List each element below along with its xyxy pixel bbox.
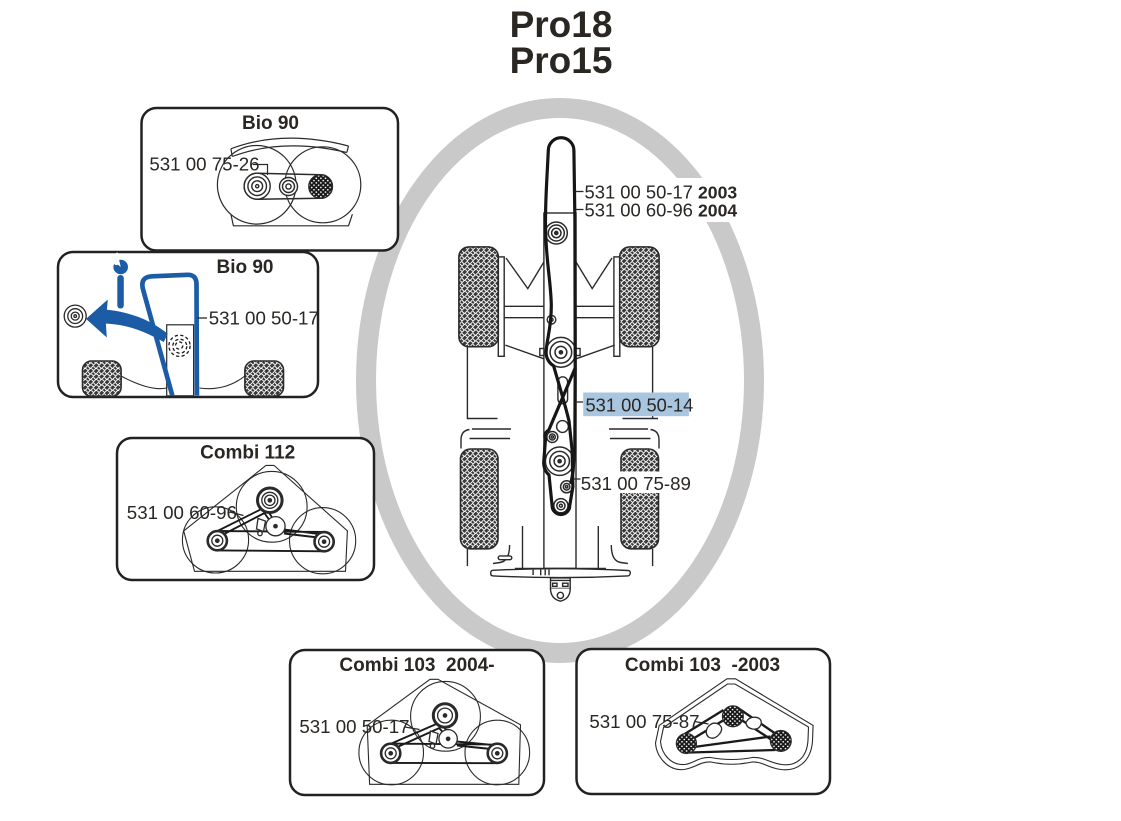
svg-text:Combi 112: Combi 112	[200, 443, 295, 464]
svg-text:Pro15: Pro15	[510, 40, 613, 81]
svg-text:531 00 75-89: 531 00 75-89	[581, 473, 691, 494]
svg-text:531 00 60-96 2004: 531 00 60-96 2004	[585, 199, 738, 220]
svg-text:Combi 103 2004-: Combi 103 2004-	[339, 655, 494, 676]
svg-text:Bio 90: Bio 90	[216, 257, 273, 278]
svg-text:531 00 60-96: 531 00 60-96	[127, 502, 237, 523]
svg-text:531 00 50-17: 531 00 50-17	[299, 716, 409, 737]
svg-text:531 00 75-26: 531 00 75-26	[149, 153, 259, 174]
svg-text:531 00 50-17 2003: 531 00 50-17 2003	[585, 182, 738, 203]
svg-text:531 00 75-87: 531 00 75-87	[589, 711, 699, 732]
svg-text:Bio 90: Bio 90	[242, 113, 299, 134]
svg-text:531 00 50-14: 531 00 50-14	[586, 394, 694, 415]
svg-text:Pro18: Pro18	[510, 4, 613, 45]
svg-text:531 00 50-17: 531 00 50-17	[209, 307, 319, 328]
svg-text:Combi 103 -2003: Combi 103 -2003	[625, 655, 780, 676]
